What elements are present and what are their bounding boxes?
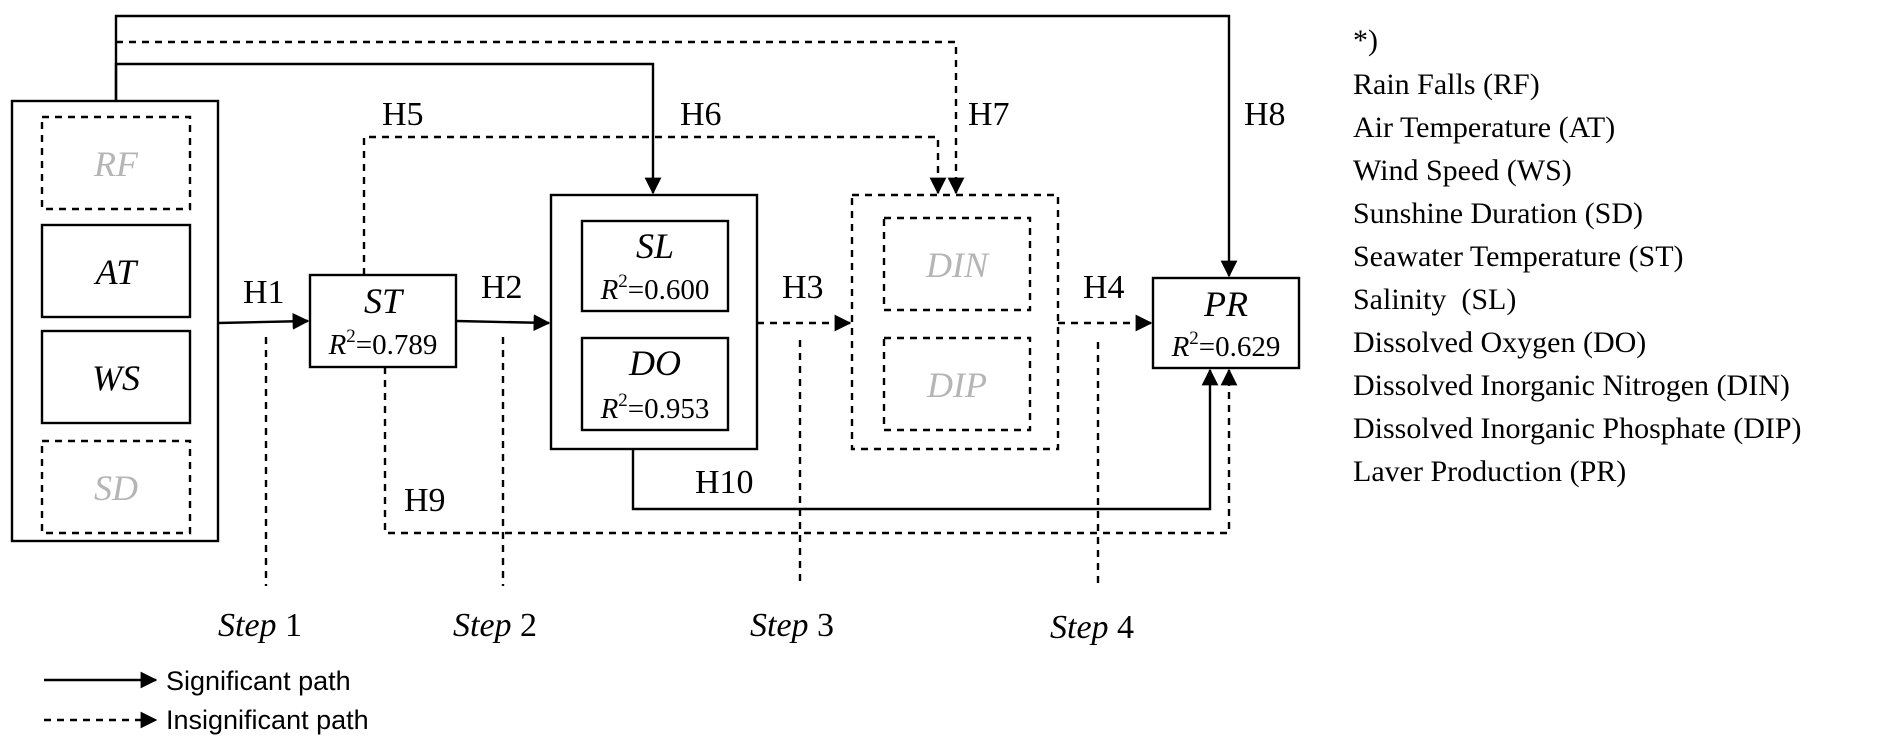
node-din-label: DIN <box>925 245 990 285</box>
legend-significant-label: Significant path <box>166 666 351 696</box>
step-2-label: Step 2 <box>453 607 537 644</box>
nutrients-group <box>850 193 1060 451</box>
node-pr-label: PR <box>1203 284 1248 324</box>
node-at-label: AT <box>94 252 140 292</box>
step-4-label: Step 4 <box>1050 609 1134 646</box>
node-sl-r2: R2=0.600 <box>600 271 710 306</box>
abbreviation-item: Dissolved Oxygen (DO) <box>1353 326 1646 359</box>
path-h3-label: H3 <box>782 269 824 306</box>
node-pr-r2: R2=0.629 <box>1171 328 1281 363</box>
abbreviation-item: Air Temperature (AT) <box>1353 111 1615 144</box>
node-do-r2: R2=0.953 <box>600 390 710 425</box>
path-h6-label: H6 <box>680 96 722 133</box>
abbreviation-item: Dissolved Inorganic Nitrogen (DIN) <box>1353 369 1790 402</box>
node-sd-label: SD <box>94 468 138 508</box>
path-h8-arrow <box>114 14 1238 278</box>
node-at-box <box>40 223 192 319</box>
path-h7-label: H7 <box>968 96 1010 133</box>
path-h5-arrow <box>362 135 947 275</box>
path-h2-arrow <box>455 314 551 332</box>
path-h4-label: H4 <box>1083 269 1125 306</box>
node-do-label: DO <box>628 343 681 383</box>
step-1-label: Step 1 <box>218 607 302 644</box>
path-h7-arrow <box>116 40 965 195</box>
node-ws-box <box>40 329 192 425</box>
abbreviation-item: Rain Falls (RF) <box>1353 68 1540 101</box>
path-h2-label: H2 <box>481 269 523 306</box>
node-pr-box <box>1151 276 1301 370</box>
abbreviation-item: Seawater Temperature (ST) <box>1353 240 1684 273</box>
path-h9-arrow <box>383 367 1238 535</box>
abbreviation-item: Laver Production (PR) <box>1353 455 1626 488</box>
notes-marker: *) <box>1353 24 1378 57</box>
node-sl-box <box>580 219 730 313</box>
node-sl-label: SL <box>636 226 674 266</box>
node-dip-box <box>882 336 1032 432</box>
path-h1-arrow <box>217 312 310 330</box>
abbreviation-item: Sunshine Duration (SD) <box>1353 197 1643 230</box>
abbreviation-item: Dissolved Inorganic Phosphate (DIP) <box>1353 412 1802 445</box>
path-h10-arrow <box>631 368 1219 511</box>
path-h10-label: H10 <box>695 464 754 501</box>
node-rf-label: RF <box>93 144 139 184</box>
node-ws-label: WS <box>92 358 140 398</box>
path-h8-label: H8 <box>1244 96 1286 133</box>
path-h9-label: H9 <box>404 482 446 519</box>
node-do-box <box>580 336 730 432</box>
path-h1-label: H1 <box>243 274 285 311</box>
abbreviation-item: Salinity (SL) <box>1353 283 1516 316</box>
legend-insignificant-label: Insignificant path <box>166 705 369 735</box>
node-sd-box <box>40 439 192 535</box>
abbreviation-item: Wind Speed (WS) <box>1353 154 1572 187</box>
node-din-box <box>882 216 1032 312</box>
path-h5-label: H5 <box>382 96 424 133</box>
abbreviation-list: Rain Falls (RF) Air Temperature (AT) Win… <box>1353 68 1802 488</box>
step-3-label: Step 3 <box>750 607 834 644</box>
node-rf-box <box>40 115 192 211</box>
node-dip-label: DIP <box>926 365 987 405</box>
node-st-r2: R2=0.789 <box>328 326 438 361</box>
node-st-label: ST <box>364 281 405 321</box>
